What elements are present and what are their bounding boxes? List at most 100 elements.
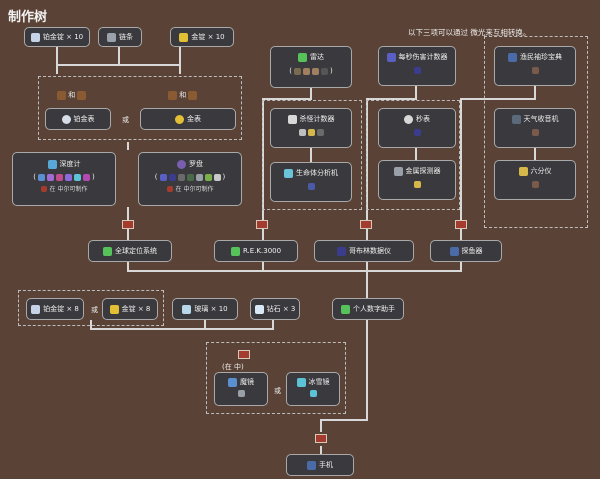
connector xyxy=(534,148,536,160)
chain-ingredient[interactable]: 链条 xyxy=(98,27,142,47)
connector xyxy=(320,420,322,432)
ice-mirror-node[interactable]: 冰雪镜 xyxy=(286,372,340,406)
item-icon xyxy=(303,67,310,75)
item-icon xyxy=(204,173,212,181)
sextant-icon xyxy=(518,166,528,176)
item-icon xyxy=(316,129,324,136)
compass-node[interactable]: 罗盘 () 在 中尔可制作 xyxy=(138,152,242,206)
item-icon xyxy=(321,67,328,75)
gold-bar-ingredient[interactable]: 金锭 × 10 xyxy=(170,27,234,47)
goblin-tech-node[interactable]: 哥布林数据仪 xyxy=(314,240,414,262)
connector xyxy=(366,98,416,100)
page-title: 制作树 xyxy=(8,10,48,25)
tinker-workshop-icon xyxy=(238,350,250,359)
connector xyxy=(204,320,206,330)
ore-icon xyxy=(38,173,45,181)
connector xyxy=(366,98,368,223)
gold-watch-node[interactable]: 金表 xyxy=(140,108,236,130)
connector xyxy=(460,98,462,223)
watches-group xyxy=(38,76,242,140)
connector xyxy=(118,47,120,65)
radar-icon xyxy=(298,52,307,62)
cell-phone-node[interactable]: 手机 xyxy=(286,454,354,476)
platinum-bar-ingredient[interactable]: 铂金锭 × 10 xyxy=(24,27,90,47)
pda-node[interactable]: 个人数字助手 xyxy=(332,298,404,320)
tinker-workshop-icon xyxy=(256,220,268,229)
depth-meter-node[interactable]: 深度计 () 在 中尔可制作 xyxy=(12,152,116,206)
fish-finder-icon xyxy=(449,246,459,256)
book-icon xyxy=(508,52,517,62)
connector xyxy=(320,446,322,454)
dps-meter-node[interactable]: 每秒伤害计数器 xyxy=(378,46,456,86)
tinker-workshop-icon xyxy=(360,220,372,229)
chair-icon xyxy=(77,90,87,100)
item-icon xyxy=(309,390,317,397)
tinker-workshop-icon xyxy=(122,220,134,229)
connector xyxy=(56,64,58,74)
connector xyxy=(127,270,462,272)
connector xyxy=(56,47,58,65)
mirror-icon xyxy=(228,377,237,387)
metal-detector-node[interactable]: 金属探测器 xyxy=(378,160,456,200)
item-icon xyxy=(186,173,194,181)
item-icon xyxy=(237,390,245,397)
chair-icon xyxy=(188,90,198,100)
magic-mirror-node[interactable]: 魔镜 xyxy=(214,372,268,406)
gps-node[interactable]: 全球定位系统 xyxy=(88,240,172,262)
ore-icon xyxy=(47,173,54,181)
connector xyxy=(262,262,264,272)
item-icon xyxy=(168,173,176,181)
depth-meter-icon xyxy=(47,159,57,169)
or-label: 或 xyxy=(91,306,98,314)
pda-icon xyxy=(341,304,350,314)
dps-meter-icon xyxy=(386,52,396,62)
or-label: 或 xyxy=(122,116,129,124)
shimmer-note: 以下三项可以通过 微光来互相转换。 xyxy=(408,28,531,37)
work-bench-icon xyxy=(57,90,66,100)
or-label: 或 xyxy=(274,387,281,395)
weather-radio-node[interactable]: 天气收音机 xyxy=(494,108,576,148)
stopwatch-node[interactable]: 秒表 xyxy=(378,108,456,148)
rek-3000-node[interactable]: R.E.K.3000 xyxy=(214,240,298,262)
ore-icon xyxy=(65,173,72,181)
compass-icon xyxy=(177,159,186,169)
item-icon xyxy=(413,181,421,188)
item-icon xyxy=(298,129,306,136)
metal-detector-icon xyxy=(393,166,403,176)
kill-counter-node[interactable]: 杀怪计数器 xyxy=(270,108,352,148)
connector xyxy=(320,419,368,421)
sextant-node[interactable]: 六分仪 xyxy=(494,160,576,200)
platinum-watch-node[interactable]: 铂金表 xyxy=(45,108,111,130)
radar-node[interactable]: 雷达 () xyxy=(270,46,352,88)
glass-icon xyxy=(182,304,192,314)
stopwatch-icon xyxy=(404,114,413,124)
and-label-left: 和 xyxy=(57,90,87,100)
ice-mirror-icon xyxy=(296,377,306,387)
lifeform-analyzer-icon xyxy=(284,168,293,178)
platinum-bar-ingredient[interactable]: 铂金锭 × 8 xyxy=(26,298,84,320)
item-icon xyxy=(531,67,539,74)
and-label-right: 和 xyxy=(168,90,198,100)
diamond-ingredient[interactable]: 钻石 × 3 xyxy=(250,298,300,320)
fish-finder-node[interactable]: 探鱼器 xyxy=(430,240,502,262)
tinker-workshop-icon xyxy=(315,434,327,443)
connector xyxy=(366,270,368,298)
lifeform-analyzer-node[interactable]: 生命体分析机 xyxy=(270,162,352,202)
item-icon xyxy=(531,129,539,136)
ore-icon xyxy=(74,173,81,181)
item-icon xyxy=(307,129,315,136)
rek-icon xyxy=(230,246,240,256)
connector xyxy=(415,86,417,100)
item-icon xyxy=(531,181,539,188)
connector xyxy=(310,88,312,100)
fishermans-guide-node[interactable]: 渔民袖珍宝典 xyxy=(494,46,576,86)
connector xyxy=(127,142,129,150)
goblin-tech-icon xyxy=(337,246,346,256)
glass-ingredient[interactable]: 玻璃 × 10 xyxy=(172,298,238,320)
ore-icon xyxy=(56,173,63,181)
connector xyxy=(127,226,129,240)
ore-icon xyxy=(83,173,90,181)
connector xyxy=(366,226,368,240)
gold-bar-ingredient[interactable]: 金锭 × 8 xyxy=(102,298,158,320)
